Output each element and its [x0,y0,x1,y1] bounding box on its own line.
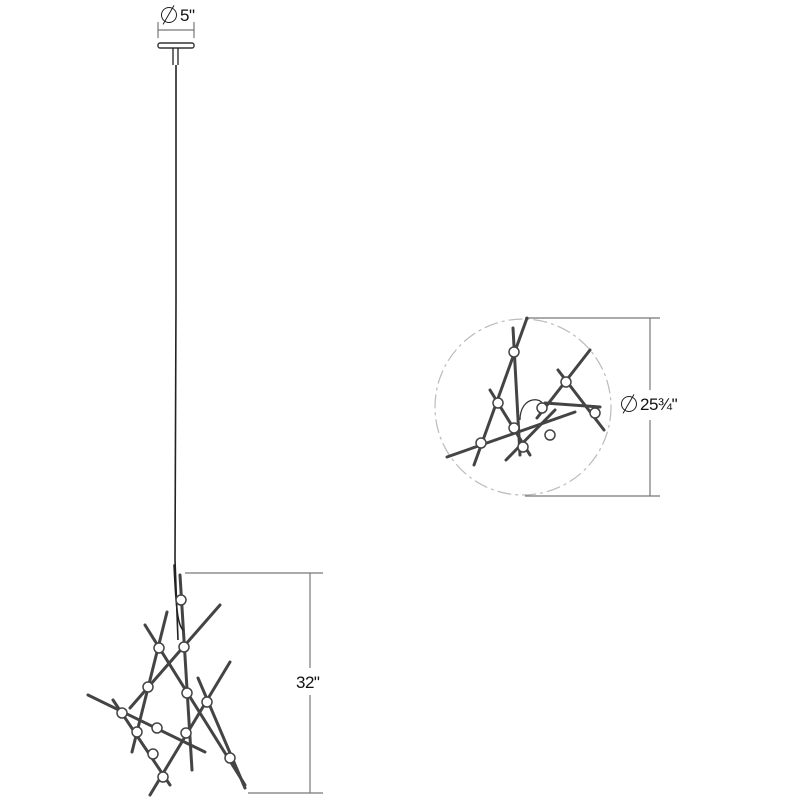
suspension-cord [172,48,179,641]
canopy-dimension-lines [157,22,195,38]
fixture-height-value: 32" [296,673,320,692]
elevation-fixture [86,564,247,797]
elevation-nodes [116,594,236,783]
diameter-icon [621,396,637,412]
fixture-height-label: 32" [296,673,320,693]
diameter-icon [161,7,177,23]
height-dimension-lines [185,572,323,794]
canopy-diameter-value: 5" [180,6,195,25]
canopy-diameter-label: 5" [161,6,195,26]
fixture-diameter-label: 25¾" [621,395,678,415]
canopy [157,42,195,49]
fixture-diameter-value: 25¾" [640,395,678,414]
plan-nodes [475,346,601,453]
diameter-dimension-lines [525,317,660,497]
plan-outline-circle [434,318,612,496]
